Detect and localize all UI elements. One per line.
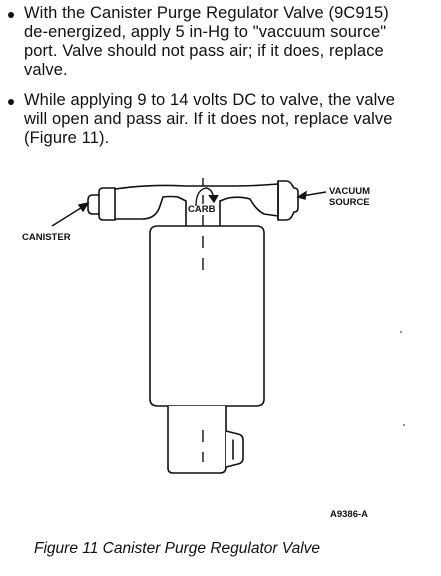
purge-valve-diagram: CARB VACUUM SOURCE CANISTER A9386-A	[22, 178, 405, 520]
canister-label: CANISTER	[22, 232, 71, 243]
instruction-line: While applying 9 to 14 volts DC to valve…	[24, 91, 396, 109]
instruction-line: port. Valve should not pass air; if it d…	[24, 42, 384, 60]
carb-label: CARB	[188, 204, 216, 215]
instruction-energized-test: While applying 9 to 14 volts DC to valve…	[6, 91, 436, 148]
bullet-icon	[8, 12, 14, 18]
carb-flow-arrow	[195, 187, 219, 207]
vacuum-label: VACUUM	[329, 186, 370, 197]
instruction-de-energized-test: With the Canister Purge Regulator Valve …	[6, 4, 436, 80]
electrical-connector	[167, 405, 244, 474]
instruction-line: valve.	[24, 61, 68, 79]
canister-port	[87, 187, 116, 221]
solenoid-body	[149, 225, 265, 407]
print-speck	[403, 424, 405, 426]
instruction-list: With the Canister Purge Regulator Valve …	[6, 4, 436, 148]
instruction-line: will open and pass air. If it does not, …	[24, 110, 393, 128]
instruction-line: de-energized, apply 5 in-Hg to "vaccuum …	[24, 23, 387, 41]
instruction-line: (Figure 11).	[24, 129, 110, 147]
canister-arrow	[51, 201, 90, 227]
figure-caption: Figure 11 Canister Purge Regulator Valve	[34, 540, 321, 557]
purge-tube	[114, 183, 279, 220]
figure-code: A9386-A	[330, 509, 368, 520]
instruction-line: With the Canister Purge Regulator Valve …	[24, 4, 389, 22]
carb-coupling	[185, 200, 221, 229]
vacuum-source-port	[277, 180, 299, 221]
vacuum-source-arrow	[296, 190, 327, 200]
bullet-icon	[8, 99, 14, 105]
print-speck	[400, 331, 402, 333]
source-label: SOURCE	[329, 197, 370, 208]
